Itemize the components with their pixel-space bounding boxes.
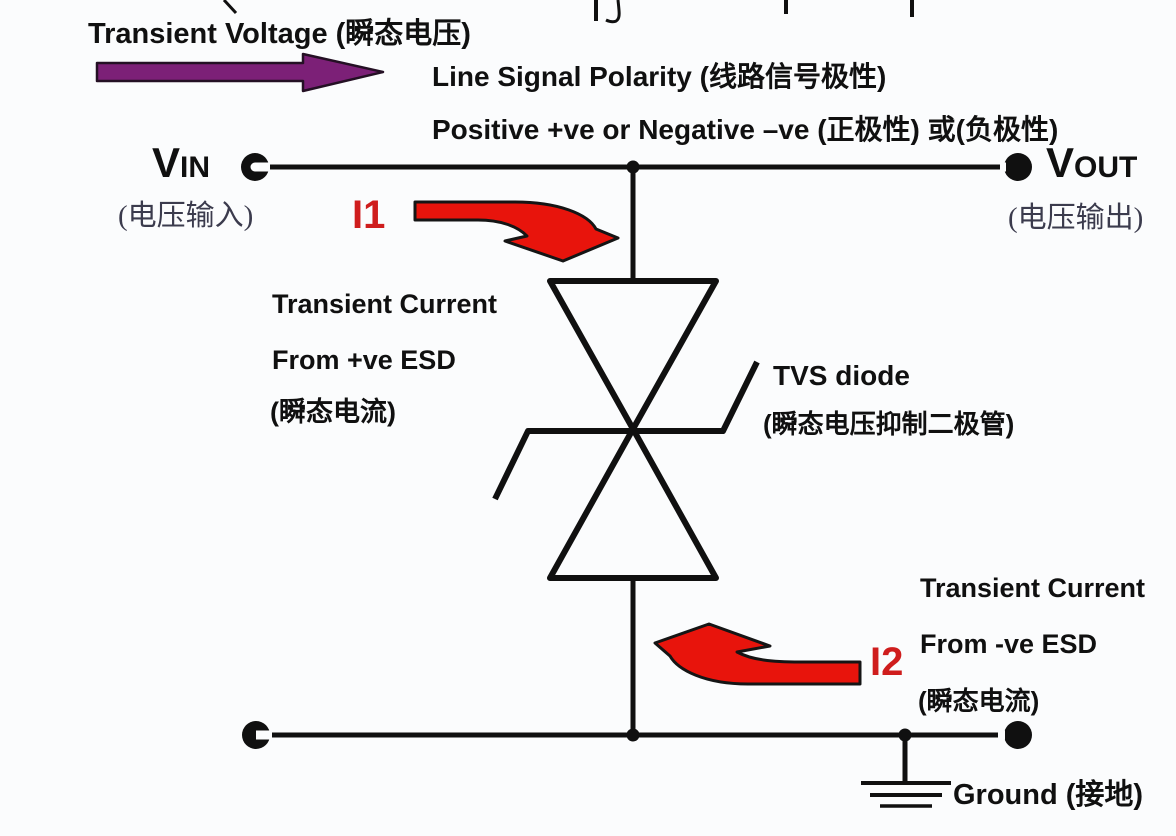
tvs-lower-triangle [547,426,719,581]
bottom-right-terminal [999,721,1032,749]
i2-label: I2 [870,640,904,684]
tvs-upper-triangle [547,278,719,432]
line-signal-polarity-label: Line Signal Polarity (线路信号极性) [432,61,887,92]
vout-label-rest: OUT [1074,151,1138,184]
vin-label-v: V [152,139,181,186]
tvs-diode-name: TVS diode [773,360,910,391]
polarity-options-label: Positive +ve or Negative –ve (正极性) 或(负极性… [432,114,1059,145]
vout-terminal [1000,153,1032,181]
cropped-top-artifacts [222,0,914,24]
i2-desc-line2: From -ve ESD [920,629,1098,659]
transient-voltage-arrow [95,52,385,93]
i1-label: I1 [352,193,386,237]
i1-desc-line3: (瞬态电流) [270,397,396,427]
vout-sub-label: (电压输出) [1008,202,1144,234]
tvs-diode-name-cn: (瞬态电压抑制二极管) [763,409,1015,439]
vin-label: VIN [152,139,211,186]
i2-desc-line1: Transient Current [920,573,1146,603]
i1-desc-line1: Transient Current [272,289,498,319]
ground-symbol [861,735,951,808]
vin-label-rest: IN [180,151,211,184]
bottom-left-terminal [242,721,270,749]
vout-label-v: V [1046,139,1075,186]
vout-label: VOUT [1046,139,1138,186]
i1-current-arrow [413,200,620,263]
vin-terminal [241,153,269,181]
i1-desc-line2: From +ve ESD [272,345,456,375]
tvs-center-bar [492,360,760,501]
vin-sub-label: (电压输入) [118,200,254,232]
tvs-diode-symbol [492,278,760,581]
ground-label: Ground (接地) [953,779,1144,811]
i2-current-arrow [653,622,862,686]
i2-desc-line3: (瞬态电流) [918,686,1040,716]
transient-voltage-label: Transient Voltage (瞬态电压) [88,18,471,50]
bottom-junction-dot [626,728,640,742]
